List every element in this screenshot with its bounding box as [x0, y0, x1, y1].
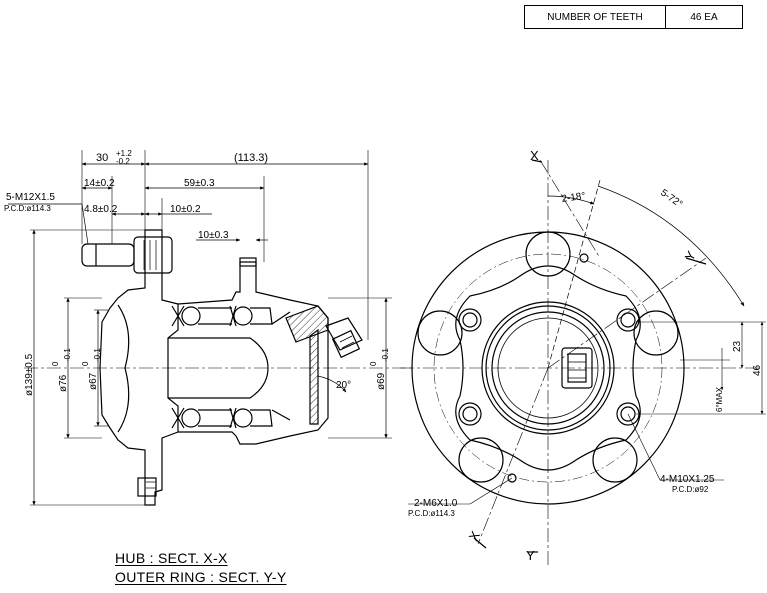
caption-hub: HUB : SECT. X-X [115, 550, 228, 566]
pcd-circle [433, 253, 663, 483]
caption-outer-ring: OUTER RING : SECT. Y-Y [115, 569, 287, 585]
dim-69-tol-upper: 0 [369, 361, 378, 366]
dim-67-tol-lower: -0.1 [93, 348, 102, 362]
dim-67: ø67 [88, 372, 99, 390]
dim-76-tol-lower: -0.1 [63, 348, 72, 362]
bore-ring-1 [481, 301, 615, 435]
m10-thread-note: 4-M10X1.25 [660, 474, 715, 485]
dim-67-tol-upper: 0 [81, 361, 90, 366]
hub-body [99, 229, 179, 506]
dim-30-tol-lower: -0.2 [116, 157, 130, 166]
angle-5-72: 5-72° [658, 187, 684, 210]
seal-cap [285, 305, 329, 343]
dim-14: 14±0.2 [84, 178, 115, 189]
dim-113: (113.3) [234, 152, 268, 164]
cap-wall [309, 328, 319, 425]
spec-table: NUMBER OF TEETH 46 EA [524, 5, 743, 29]
m6-pcd-note: P.C.D:ø114.3 [408, 509, 455, 518]
outer-ring-flange [455, 265, 641, 471]
front-view: X X Y Y 2-18° 5-72° 23 46 6°MAX 4-M10X1.… [400, 148, 766, 565]
dim-4-8: 4.8±0.2 [84, 204, 118, 215]
spec-value: 46 EA [690, 11, 718, 23]
bore-ring-3 [491, 311, 605, 425]
hub-bore [168, 337, 269, 399]
dim-10b: 10±0.3 [198, 230, 229, 241]
dim-23: 23 [732, 340, 743, 352]
bearing-bottom [171, 407, 273, 429]
m10-pcd-note: P.C.D:ø92 [672, 485, 709, 494]
angle-20: 20° [336, 380, 351, 391]
dim-6max: 6°MAX [715, 386, 724, 412]
mounting-holes [458, 308, 640, 426]
dim-69-tol-lower: -0.1 [381, 348, 390, 362]
dim-59: 59±0.3 [184, 178, 215, 189]
lower-stud [137, 477, 157, 497]
section-line-y [547, 257, 707, 369]
label-x-top: X [530, 148, 539, 163]
bolt-pcd-note: P.C.D:ø114.3 [4, 204, 51, 213]
dim-30-tol-upper: +1.2 [116, 149, 132, 158]
dim-69: ø69 [376, 372, 387, 390]
dim-10a: 10±0.2 [170, 204, 201, 215]
bolt-thread-note: 5-M12X1.5 [6, 192, 55, 203]
angle-2-18: 2-18° [561, 191, 586, 205]
m6-hole-bottom [507, 473, 517, 483]
m6-hole-top [579, 253, 589, 263]
hub-inner-profile [117, 304, 130, 433]
dim-139: ø139±0.5 [24, 353, 35, 396]
section-line-x-top [539, 159, 601, 259]
dim-30: 30 [96, 152, 108, 164]
wheel-stud [81, 236, 173, 274]
m6-thread-note: 2-M6X1.0 [414, 498, 458, 509]
label-x-bottom: X [466, 528, 483, 543]
dim-46: 46 [752, 364, 763, 376]
wheel-bolt-holes [417, 231, 679, 483]
label-y-bottom: Y [526, 548, 535, 563]
dim-76: ø76 [58, 374, 69, 392]
bore-ring-4 [497, 317, 599, 419]
bearing-top [171, 305, 273, 327]
abs-connector [325, 317, 363, 359]
dim-76-tol-upper: 0 [51, 361, 60, 366]
outer-ring-tab [239, 257, 257, 267]
bore-ring-2 [485, 305, 611, 431]
side-view: 30 +1.2 -0.2 (113.3) 14±0.2 59±0.3 4.8±0… [4, 149, 412, 506]
spec-label: NUMBER OF TEETH [525, 6, 666, 28]
section-line-x-bottom [477, 367, 549, 545]
